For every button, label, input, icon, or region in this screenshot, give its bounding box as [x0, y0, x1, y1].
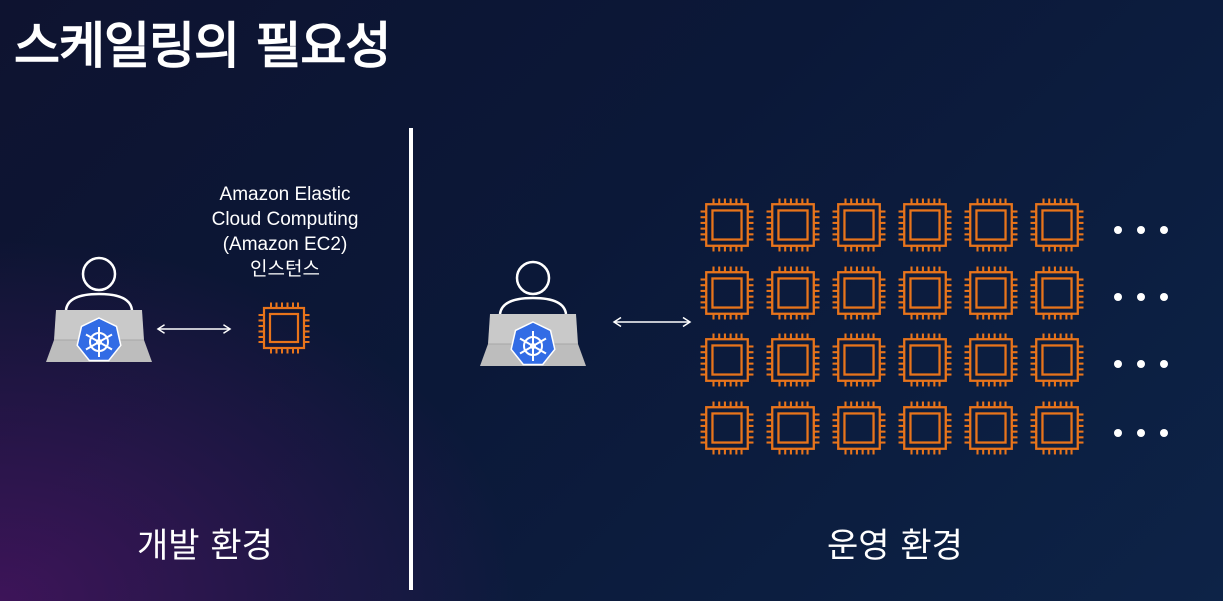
ec2-instance-icon — [766, 333, 820, 387]
ec2-label-line: (Amazon EC2) — [222, 234, 348, 255]
ec2-instance-icon — [964, 401, 1018, 455]
ec2-instance-icon — [1030, 401, 1084, 455]
prod-environment-label: 운영 환경 — [827, 526, 963, 566]
ec2-instance-icon — [700, 333, 754, 387]
section-divider — [409, 128, 413, 590]
ec2-instance-icon — [832, 266, 886, 320]
ec2-instance-icon — [1030, 198, 1084, 252]
ec2-instance-icon — [1030, 266, 1084, 320]
ec2-instance-icon — [898, 198, 952, 252]
ellipsis-icon — [1112, 358, 1172, 370]
ec2-instance-icon — [258, 302, 310, 354]
ec2-instance-icon — [766, 266, 820, 320]
page-title: 스케일링의 필요성 — [14, 17, 391, 75]
ec2-instance-icon — [700, 401, 754, 455]
ec2-instance-icon — [1030, 333, 1084, 387]
ec2-instance-icon — [832, 198, 886, 252]
ec2-instance-icon — [700, 266, 754, 320]
ec2-label-line: Cloud Computing — [211, 209, 359, 230]
ec2-instance-icon — [898, 266, 952, 320]
double-arrow-icon — [156, 323, 232, 335]
ec2-instance-icon — [898, 401, 952, 455]
ellipsis-icon — [1112, 291, 1172, 303]
double-arrow-icon — [604, 316, 700, 328]
operator-laptop-icon — [478, 258, 588, 370]
ec2-instance-icon — [766, 401, 820, 455]
developer-laptop-icon — [44, 254, 154, 366]
ec2-label-line: 인스턴스 — [250, 259, 320, 280]
ec2-instance-icon — [898, 333, 952, 387]
ec2-instance-icon — [766, 198, 820, 252]
ec2-instance-icon — [832, 333, 886, 387]
ec2-instance-icon — [964, 333, 1018, 387]
ec2-instance-icon — [964, 266, 1018, 320]
ec2-instance-icon — [700, 198, 754, 252]
ellipsis-icon — [1112, 427, 1172, 439]
ec2-instance-icon — [964, 198, 1018, 252]
ec2-label-line: Amazon Elastic — [219, 184, 351, 205]
ec2-instance-icon — [832, 401, 886, 455]
ec2-instance-label: Amazon Elastic Cloud Computing (Amazon E… — [180, 182, 390, 282]
ellipsis-icon — [1112, 224, 1172, 236]
dev-environment-label: 개발 환경 — [137, 526, 273, 566]
